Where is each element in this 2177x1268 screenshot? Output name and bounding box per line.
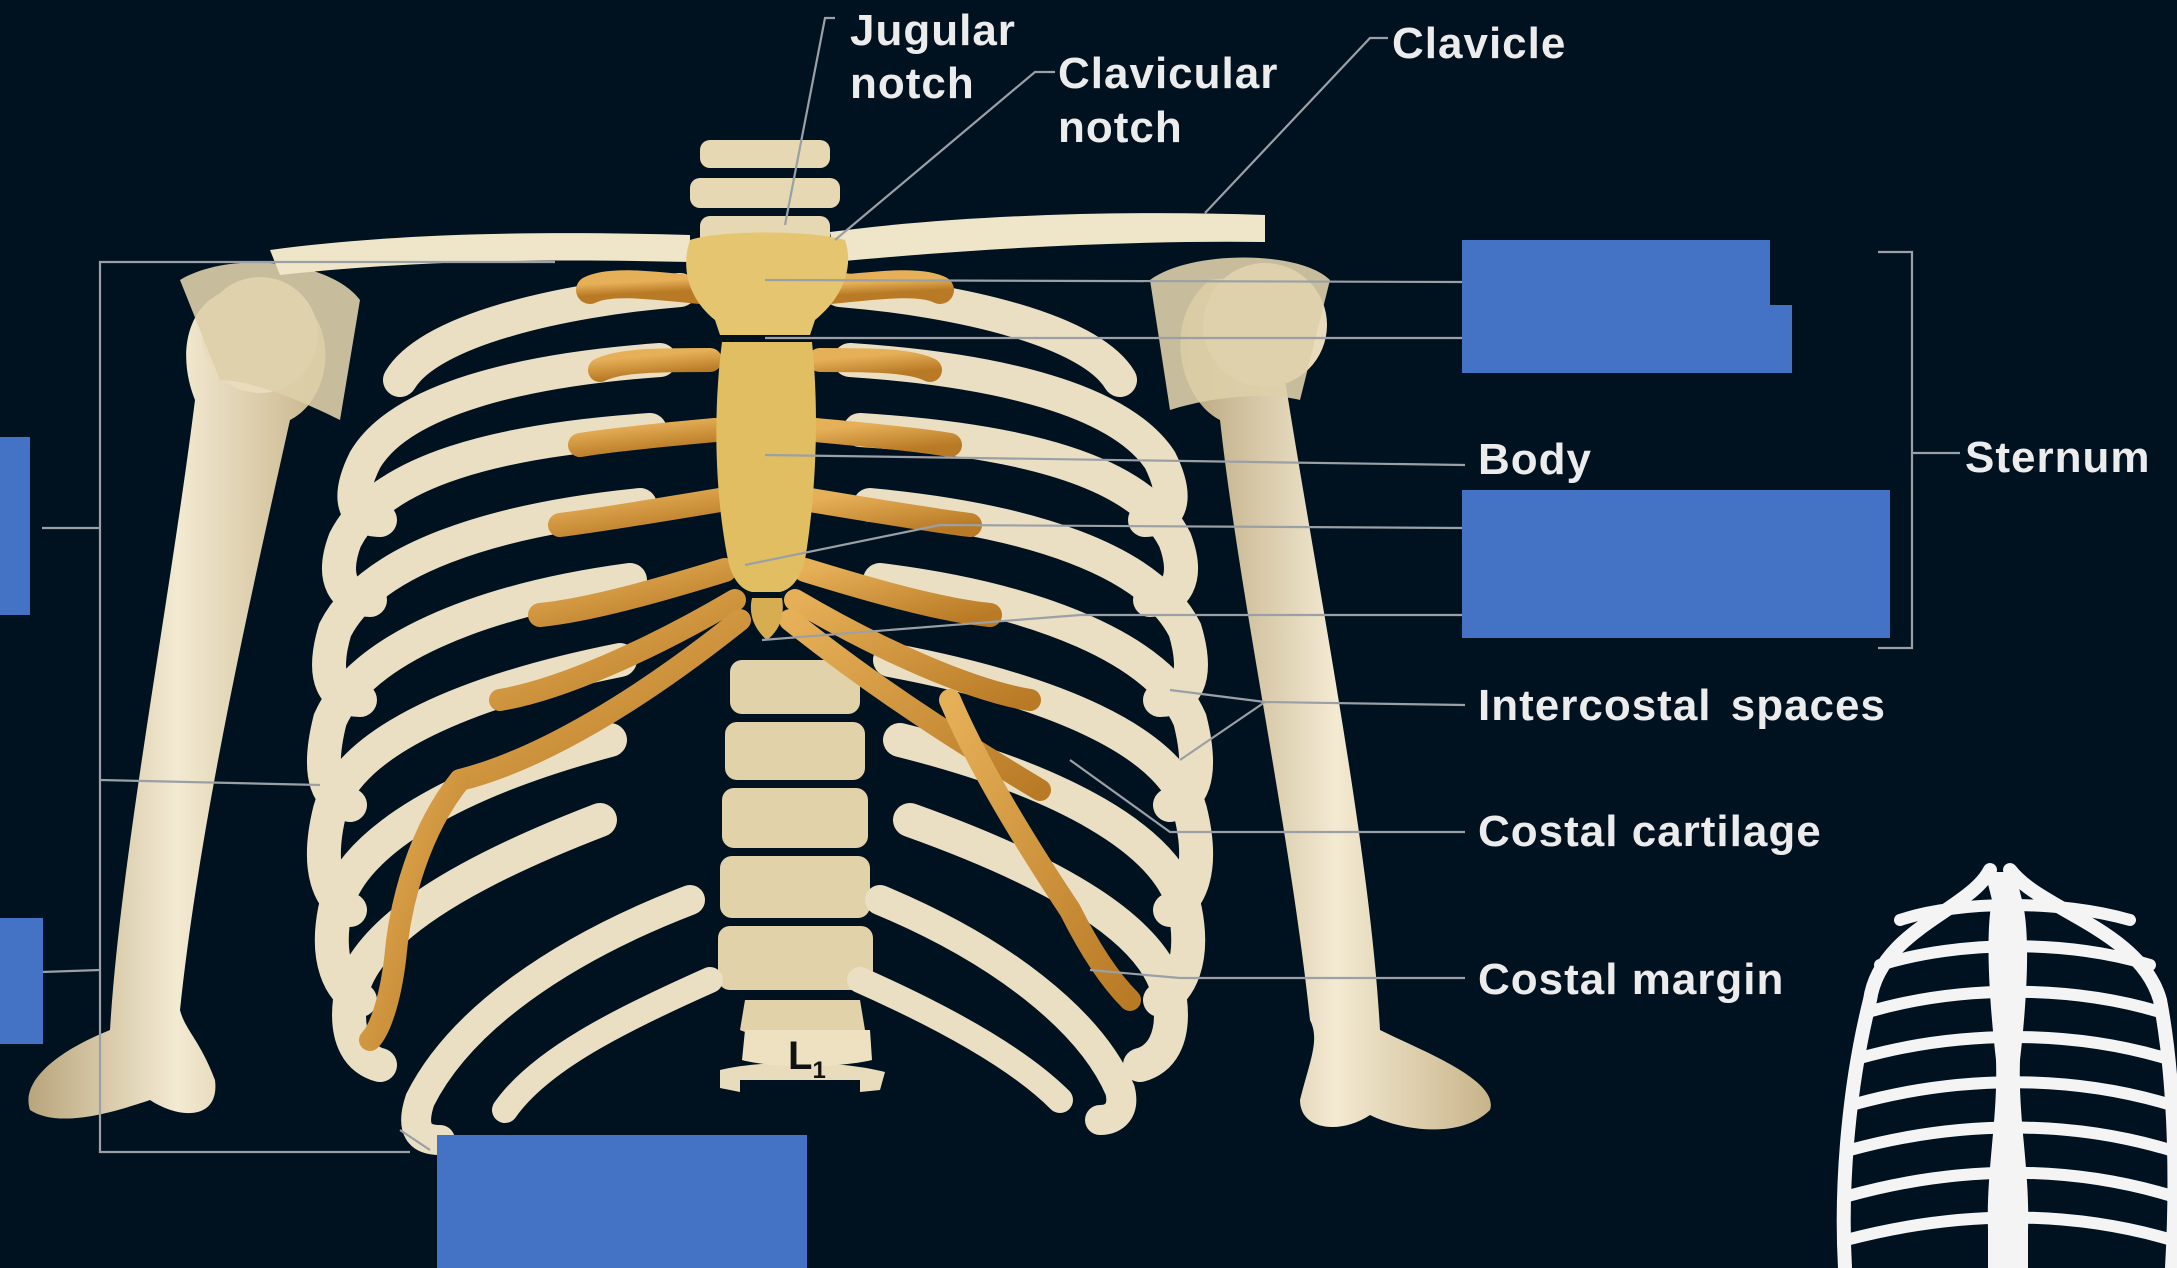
right-clavicle (830, 213, 1265, 262)
left-humerus (28, 277, 325, 1119)
answer-box-left-lower[interactable] (0, 918, 43, 1044)
answer-box-xiphisternal-xiphoid[interactable] (1462, 490, 1890, 638)
cervical-vertebrae (690, 140, 840, 246)
label-intercostal-spaces: Intercostal spaces (1478, 680, 1886, 732)
answer-box-left-upper[interactable] (0, 437, 30, 615)
rib-cage-thumbnail-sternum (1985, 872, 2028, 1268)
xiphoid-process (751, 598, 783, 640)
label-clavicular-line1: Clavicular (1058, 48, 1278, 100)
label-jugular-line1: Jugular (850, 5, 1016, 57)
left-clavicle (270, 233, 690, 275)
manubrium (686, 233, 848, 336)
label-body: Body (1478, 434, 1592, 486)
answer-box-sternal-angle[interactable] (1462, 305, 1792, 373)
label-l1-letter: L (788, 1034, 812, 1078)
label-l1: L1 (788, 1034, 826, 1093)
label-clavicular-line2: notch (1058, 102, 1183, 154)
label-jugular-line2: notch (850, 58, 975, 110)
label-costal-cartilage: Costal cartilage (1478, 806, 1822, 858)
label-costal-margin: Costal margin (1478, 954, 1784, 1006)
answer-box-manubrium[interactable] (1462, 240, 1770, 308)
answer-box-bottom[interactable] (437, 1135, 807, 1268)
label-sternum: Sternum (1965, 432, 2150, 484)
label-l1-subscript: 1 (812, 1057, 825, 1084)
label-clavicle: Clavicle (1392, 18, 1566, 70)
